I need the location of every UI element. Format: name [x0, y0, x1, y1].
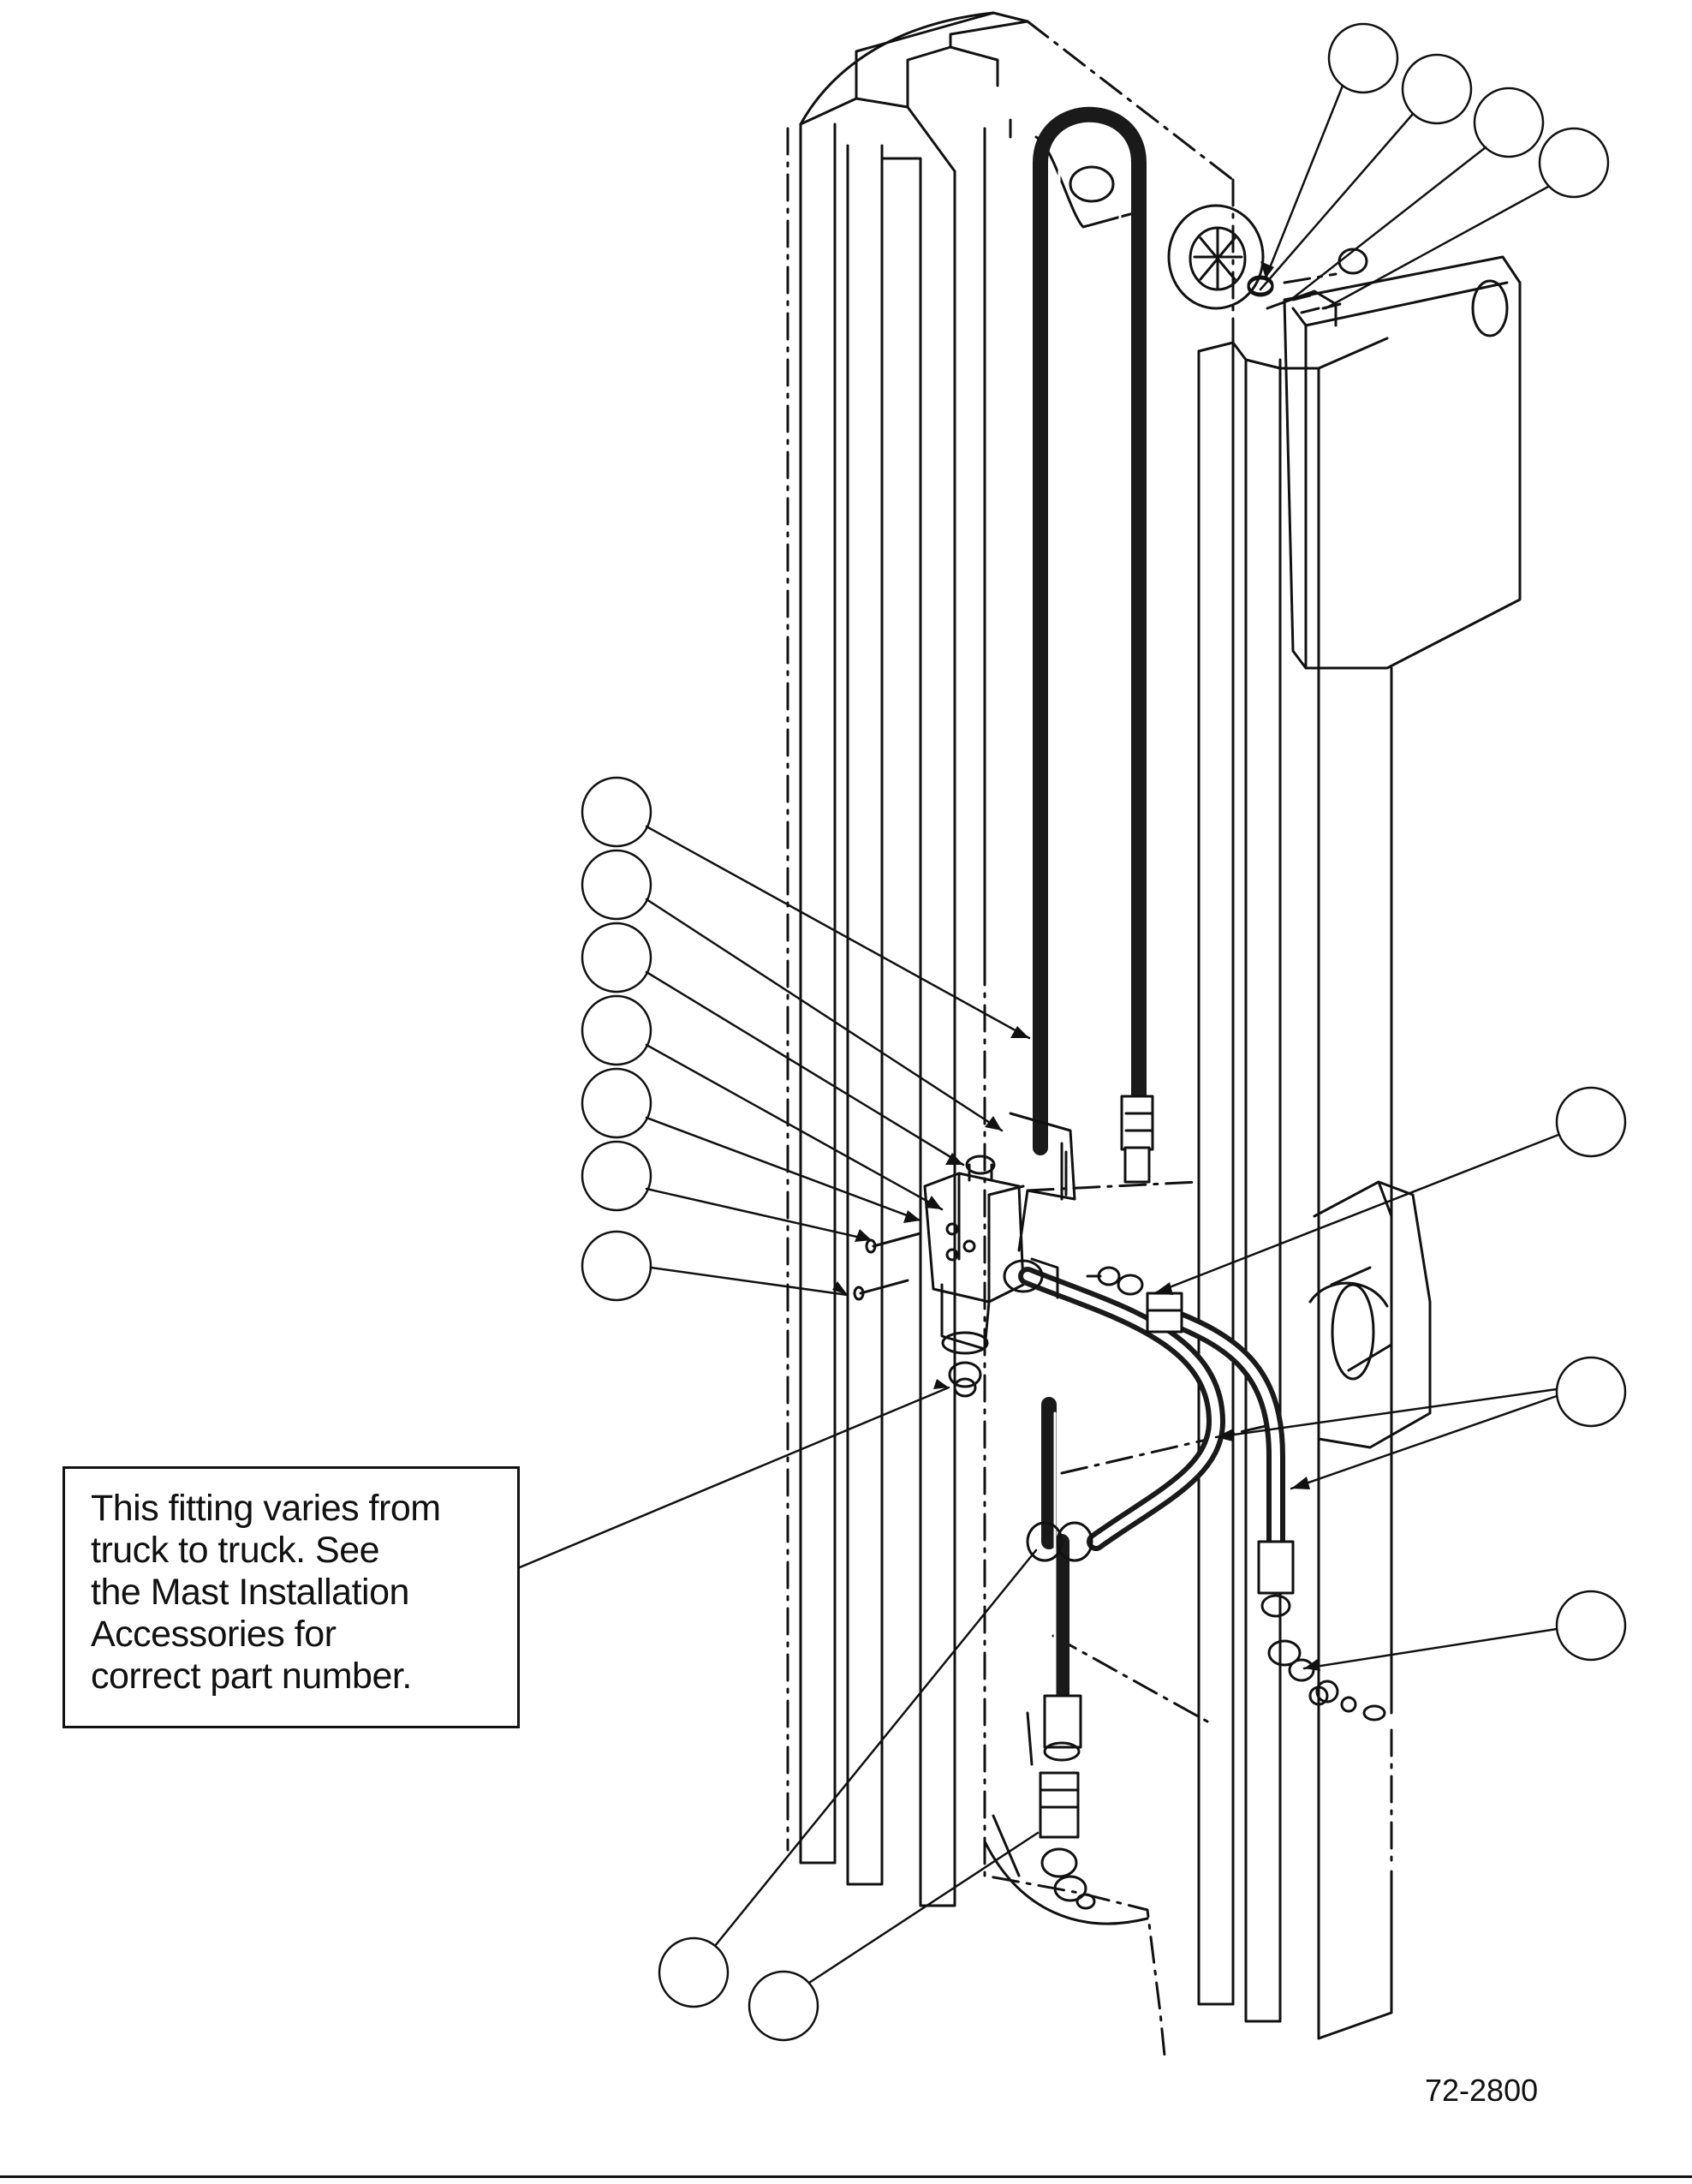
- middle-hose: [1003, 1257, 1357, 1713]
- note-callout-box: This fitting varies from truck to truck.…: [63, 1466, 520, 1728]
- leader-arrowheads: [832, 261, 1320, 1671]
- note-line: Accessories for: [91, 1614, 337, 1655]
- upper-hose: [1033, 106, 1154, 1184]
- crosshead-sheave: [1034, 135, 1274, 310]
- manifold-block: [923, 1112, 1076, 1398]
- note-line: This fitting varies from: [91, 1488, 441, 1529]
- mast-rail-left: [799, 11, 1029, 1907]
- note-line: truck to truck. See: [91, 1530, 380, 1571]
- mounting-bolts: [853, 1232, 922, 1301]
- leader-lines: [518, 84, 1560, 1984]
- mast-rail-right: [1197, 337, 1393, 2040]
- mast-outline-dashdot: [786, 20, 1393, 2057]
- top-fasteners: [1247, 248, 1368, 314]
- page-bottom-rule: [0, 2175, 1692, 2178]
- callout-balloons: [581, 22, 1627, 2042]
- note-line: correct part number.: [91, 1656, 412, 1697]
- lower-hose: [1026, 1397, 1096, 1910]
- carriage-bottom: [983, 1711, 1149, 1925]
- drawing-number: 72-2800: [1425, 2073, 1539, 2108]
- bottom-bracket: [1308, 1180, 1432, 1722]
- side-plate: [1266, 255, 1522, 670]
- note-line: the Mast Installation: [91, 1572, 409, 1613]
